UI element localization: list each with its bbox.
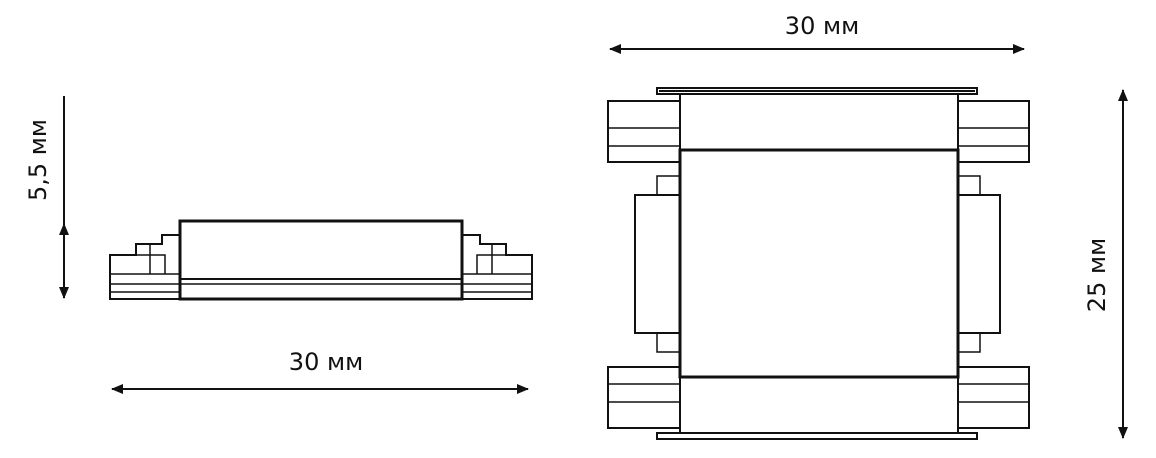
top-width-dimension: 30 мм bbox=[609, 12, 1025, 54]
top-left-module-cap-2 bbox=[656, 332, 681, 353]
side-left-clip-detail bbox=[110, 244, 180, 293]
side-width-dimension: 30 мм bbox=[111, 348, 529, 394]
top-width-label: 30 мм bbox=[785, 12, 859, 40]
top-left-tab bbox=[607, 100, 680, 163]
side-height-label: 5,5 мм bbox=[24, 119, 52, 201]
bottom-left-tab bbox=[607, 366, 680, 429]
top-right-module bbox=[957, 194, 1001, 334]
top-left-module-cap bbox=[656, 175, 681, 196]
top-view: 30 мм 25 мм bbox=[607, 12, 1128, 440]
side-view: 5,5 мм 30 мм bbox=[24, 96, 533, 394]
top-right-module-cap bbox=[957, 175, 981, 196]
bottom-right-tab bbox=[958, 366, 1030, 429]
top-right-tab bbox=[958, 100, 1030, 163]
top-height-dimension: 25 мм bbox=[1083, 89, 1128, 439]
side-right-clip bbox=[462, 234, 533, 300]
top-left-module bbox=[634, 194, 681, 334]
top-lower-band bbox=[679, 376, 959, 434]
bottom-flange bbox=[656, 432, 978, 440]
top-connector-outline bbox=[607, 87, 1030, 440]
top-right-module-cap-2 bbox=[957, 332, 981, 353]
top-upper-band bbox=[679, 93, 959, 151]
side-body bbox=[178, 219, 464, 301]
side-width-label: 30 мм bbox=[289, 348, 363, 376]
side-height-dimension: 5,5 мм bbox=[24, 96, 69, 299]
side-connector-outline bbox=[109, 219, 533, 301]
top-height-label: 25 мм bbox=[1083, 238, 1111, 312]
side-right-clip-detail bbox=[462, 244, 532, 293]
top-main-body bbox=[678, 148, 960, 379]
side-left-clip bbox=[109, 234, 180, 300]
